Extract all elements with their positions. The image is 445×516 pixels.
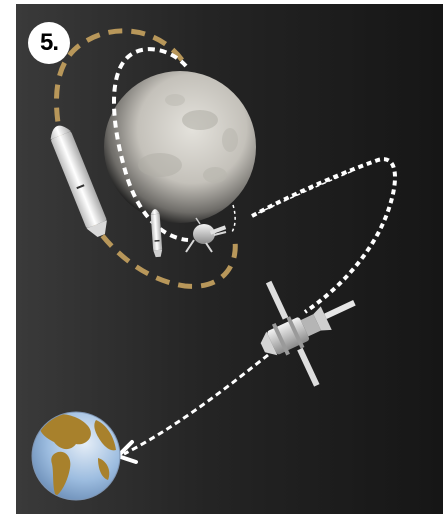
crew-vehicle-service-module — [239, 253, 380, 399]
moon-departure-guide — [232, 205, 235, 232]
moon — [104, 71, 256, 223]
step-number-badge: 5. — [28, 22, 70, 64]
crew-vehicle-earth-return — [124, 355, 268, 454]
lunar-lander-descent-stage — [186, 218, 226, 252]
crew-vehicle-moon-departure-thin — [252, 170, 355, 216]
saturn-rocket-stage — [47, 122, 112, 240]
earth — [32, 412, 120, 500]
